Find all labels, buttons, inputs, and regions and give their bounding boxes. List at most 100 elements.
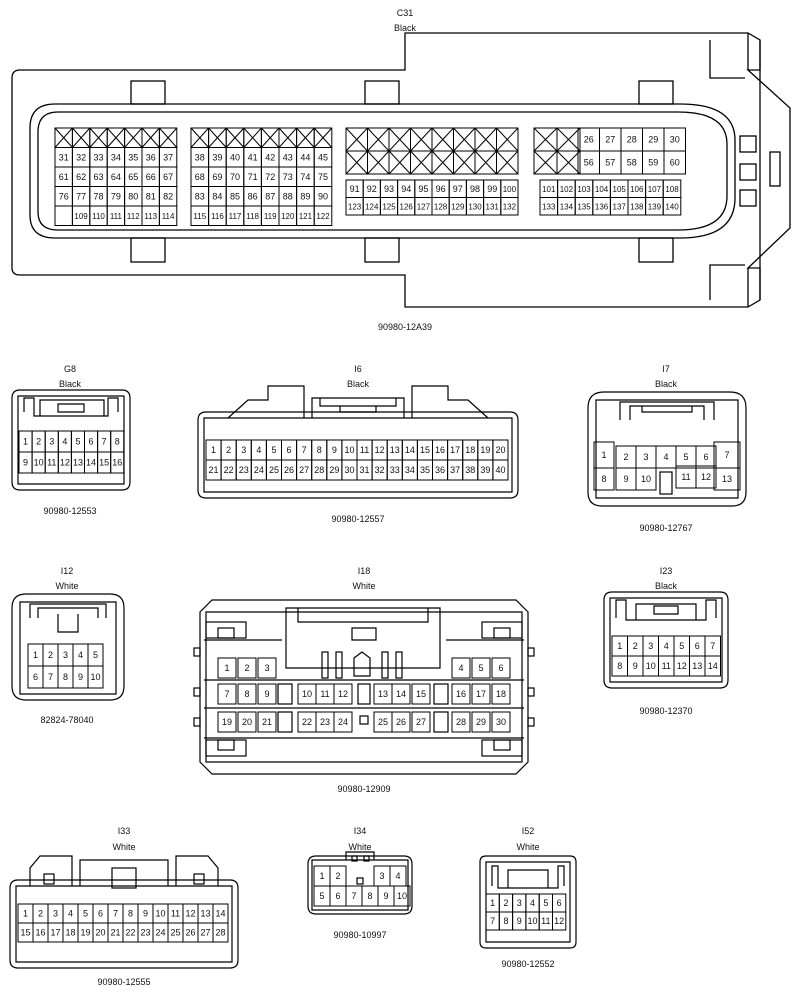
pin-number: 18 xyxy=(496,689,506,699)
pin-cell: 30 xyxy=(663,127,686,152)
pin-number: 30 xyxy=(344,465,354,475)
pin-number: 9 xyxy=(23,458,28,468)
connector-c31-part-number: 90980-12A39 xyxy=(378,322,432,332)
pin-cell: 7 xyxy=(97,430,112,453)
pin-cell: 68 xyxy=(190,166,210,187)
pin-number: 4 xyxy=(256,445,261,455)
pin-number: 28 xyxy=(627,135,637,145)
pin-cell: 3 xyxy=(373,865,391,887)
pin-number: 140 xyxy=(665,202,679,211)
pin-number: 3 xyxy=(643,452,648,462)
pin-cell: 29 xyxy=(326,459,343,481)
pin-number: 8 xyxy=(244,689,249,699)
pin-number: 22 xyxy=(302,717,312,727)
blank-cavity xyxy=(260,127,280,148)
connector-i6-part-number: 90980-12557 xyxy=(331,514,384,524)
pin-number: 118 xyxy=(246,212,259,221)
pin-cell: 8 xyxy=(498,911,514,931)
pin-number: 5 xyxy=(543,898,548,908)
pin-number: 11 xyxy=(360,445,369,455)
blank-cavity xyxy=(89,127,108,148)
pin-number: 4 xyxy=(664,641,669,651)
pin-cell: 32 xyxy=(371,459,388,481)
pin-number: 10 xyxy=(155,909,165,919)
pin-cell: 60 xyxy=(663,150,686,175)
blank-cavity xyxy=(474,150,497,175)
pin-number: 11 xyxy=(662,661,671,671)
pin-cell: 120 xyxy=(278,205,298,226)
pin-number: 107 xyxy=(648,185,662,194)
pin-number: 5 xyxy=(75,437,80,447)
pin-number: 2 xyxy=(36,437,41,447)
pin-cell: 32 xyxy=(71,147,91,168)
blank-cavity xyxy=(367,127,390,152)
pin-number: 3 xyxy=(53,909,58,919)
pin-cell: 45 xyxy=(313,147,333,168)
connector-i12-color: White xyxy=(55,581,78,591)
pin-cell: 10 xyxy=(152,903,169,924)
pin-number: 5 xyxy=(83,909,88,919)
connector-i18-part-number: 90980-12909 xyxy=(337,784,390,794)
pin-cell: 79 xyxy=(106,186,126,207)
pin-number: 132 xyxy=(503,202,517,211)
pin-cell: 1 xyxy=(205,439,222,461)
pin-number: 121 xyxy=(299,212,313,221)
pin-cell: 1 xyxy=(593,441,615,469)
pin-number: 17 xyxy=(476,689,486,699)
pin-cell: 73 xyxy=(278,166,298,187)
pin-cell: 12 xyxy=(552,911,567,931)
pin-number: 91 xyxy=(350,184,360,194)
blank-cavity xyxy=(190,127,210,148)
pin-number: 96 xyxy=(436,184,446,194)
pin-cell: 3 xyxy=(257,657,277,679)
pin-number: 130 xyxy=(468,202,482,211)
connector-i6-housing xyxy=(197,385,519,499)
blank-cavity xyxy=(278,127,298,148)
pin-cell: 3 xyxy=(635,445,657,469)
pin-number: 120 xyxy=(281,212,295,221)
pin-number: 81 xyxy=(146,191,156,201)
pin-cell: 14 xyxy=(704,655,721,677)
pin-cell: 131 xyxy=(483,197,502,216)
pin-number: 82 xyxy=(163,191,173,201)
pin-number: 7 xyxy=(113,909,118,919)
pin-cell: 2 xyxy=(627,635,644,657)
blank-cavity xyxy=(453,150,476,175)
pin-cell: 4 xyxy=(525,893,540,913)
pin-cell: 98 xyxy=(465,179,485,198)
pin-number: 12 xyxy=(554,916,564,926)
pin-number: 10 xyxy=(646,661,656,671)
pin-cell: 25 xyxy=(373,711,393,733)
blank-cavity xyxy=(345,150,368,175)
pin-cell: 9 xyxy=(257,683,277,705)
pin-number: 1 xyxy=(23,437,28,447)
pin-cell: 4 xyxy=(72,643,89,667)
pin-number: 3 xyxy=(379,871,384,881)
pin-cell: 58 xyxy=(620,150,643,175)
pin-number: 9 xyxy=(264,689,269,699)
pin-number: 39 xyxy=(480,465,490,475)
pin-number: 29 xyxy=(648,135,658,145)
pin-cell: 27 xyxy=(197,922,214,943)
pin-cell: 16 xyxy=(110,451,125,474)
pin-cell: 1 xyxy=(18,430,33,453)
pin-cell: 99 xyxy=(483,179,502,198)
pin-number: 94 xyxy=(401,184,411,194)
pin-cell: 7 xyxy=(42,665,59,689)
pin-cell: 44 xyxy=(296,147,315,168)
pin-cell: 106 xyxy=(627,179,647,198)
pin-number: 114 xyxy=(162,212,175,221)
pin-cell: 16 xyxy=(432,439,449,461)
pin-number: 95 xyxy=(418,184,428,194)
pin-cell: 35 xyxy=(416,459,433,481)
connector-i23-part-number: 90980-12370 xyxy=(639,706,692,716)
pin-cell: 4 xyxy=(62,903,79,924)
blank-cavity xyxy=(431,127,454,152)
pin-cell: 132 xyxy=(500,197,519,216)
pin-cell: 5 xyxy=(70,430,86,453)
